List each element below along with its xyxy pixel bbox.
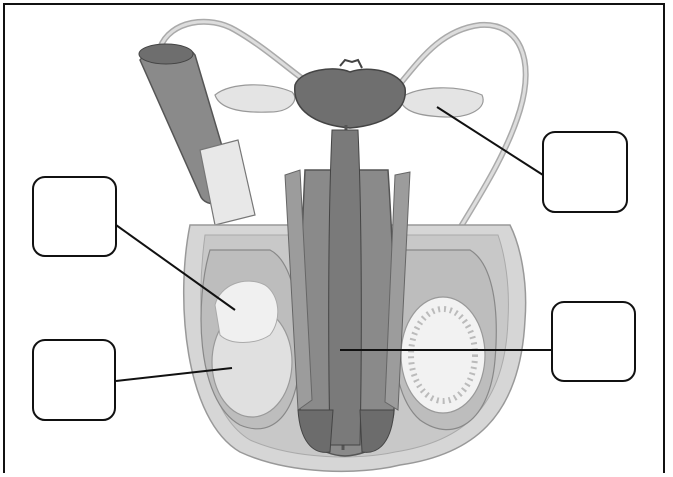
spermatic-cord-cut-end [139,44,193,64]
label-box-upper-left[interactable] [32,176,117,257]
label-box-lower-left[interactable] [32,339,116,421]
spermatic-cord-sheath [200,140,255,225]
corpus-spongiosum [329,130,362,445]
left-epididymis [215,281,278,342]
right-seminal-vesicle [400,88,483,117]
leader-upper-right [437,107,543,175]
label-box-lower-right[interactable] [551,301,636,382]
left-seminal-vesicle [215,85,295,112]
bladder-top [340,60,362,68]
bladder [295,69,406,128]
label-box-upper-right[interactable] [542,131,628,213]
